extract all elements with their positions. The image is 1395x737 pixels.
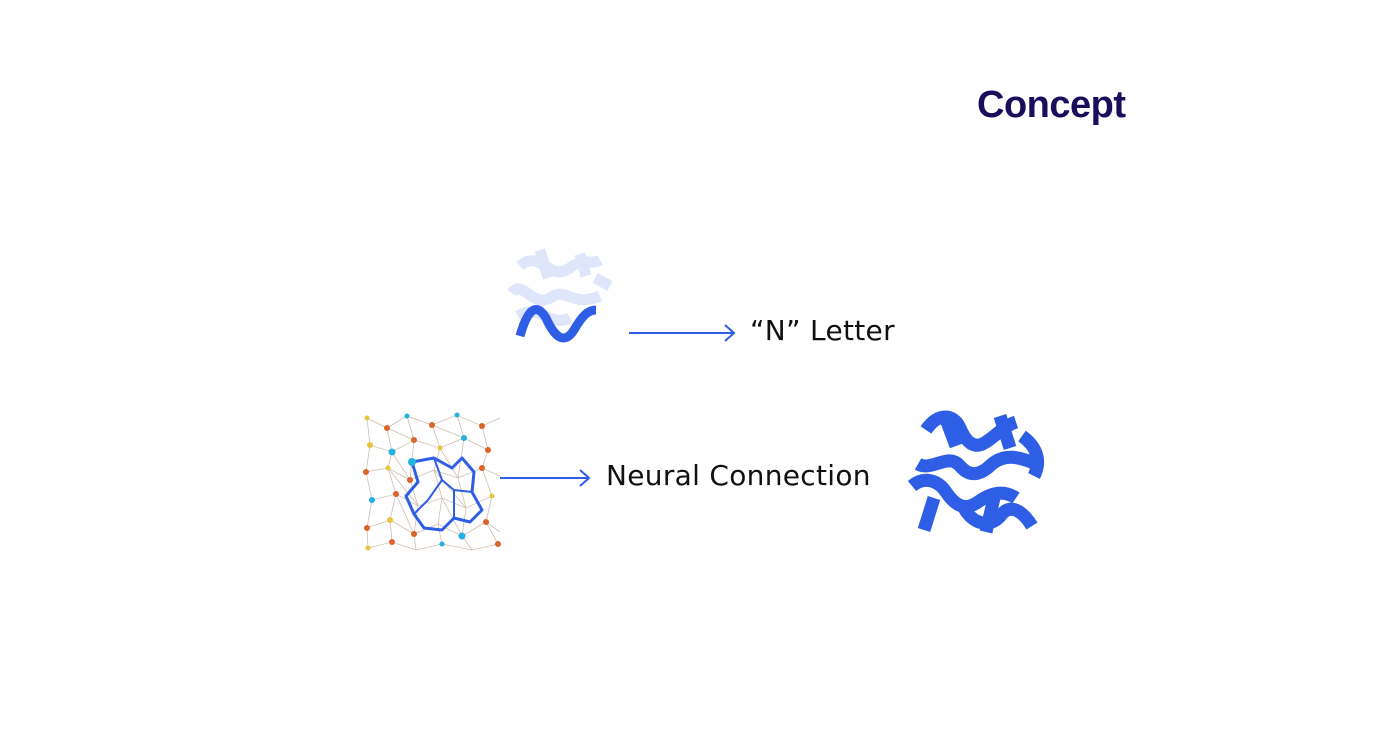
n-letter-label: “N” Letter [750, 314, 895, 347]
logo-mark-icon [907, 410, 1044, 534]
neural-network-icon [363, 412, 501, 551]
n-letter-icon [507, 248, 613, 343]
arrow-right-icon [629, 324, 736, 342]
arrow-right-icon [500, 469, 591, 487]
page-title: Concept [977, 84, 1126, 126]
neural-connection-label: Neural Connection [606, 459, 871, 492]
